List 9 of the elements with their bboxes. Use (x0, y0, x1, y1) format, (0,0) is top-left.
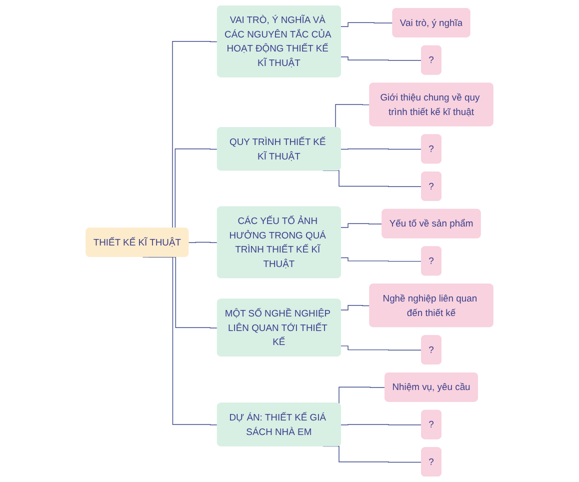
connector (340, 56, 422, 61)
connector (340, 346, 422, 351)
connector (340, 257, 422, 262)
connector (340, 22, 394, 27)
connector (340, 424, 422, 426)
connector (340, 148, 422, 150)
connector (188, 242, 218, 243)
connector (340, 223, 383, 228)
connector (340, 305, 370, 310)
